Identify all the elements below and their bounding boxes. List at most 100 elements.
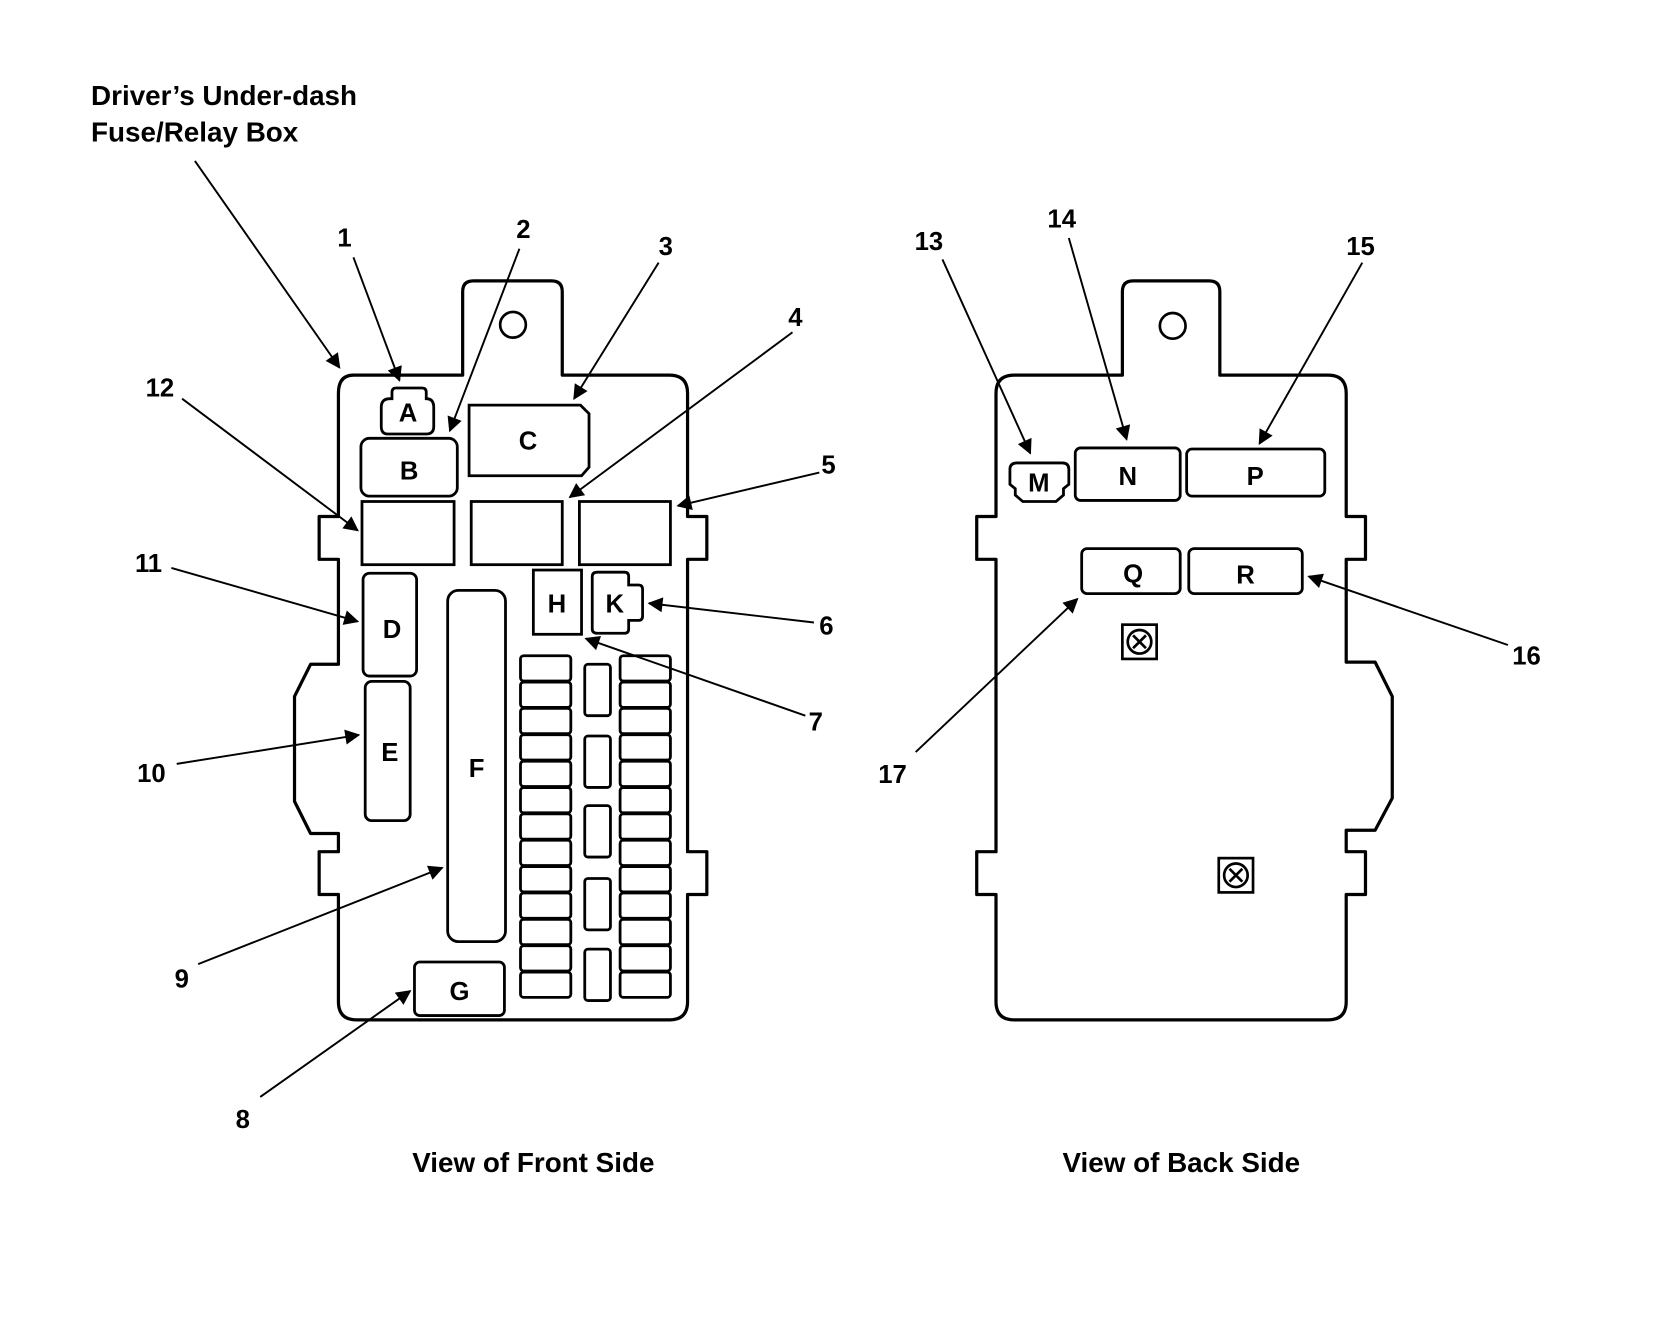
fuse-right-6[interactable] [618, 786, 672, 815]
caption-front-view: View of Front Side [412, 1147, 654, 1178]
component-q-label: Q [1123, 560, 1143, 588]
pointer-11 [171, 566, 360, 625]
component-b[interactable] [359, 436, 459, 498]
fuse-middle-1[interactable] [583, 662, 612, 718]
fuse-left-7[interactable] [519, 812, 573, 841]
pointer-10 [176, 729, 361, 765]
pointer-14 [1067, 237, 1131, 441]
pointer-1 [352, 256, 402, 382]
component-g-label: G [449, 978, 469, 1006]
callout-17: 17 [878, 761, 907, 789]
component-q[interactable] [1080, 547, 1182, 595]
relay-slot-12[interactable] [360, 500, 456, 567]
back-view: M N P Q R [975, 279, 1394, 1022]
callout-11: 11 [135, 550, 162, 578]
callout-16: 16 [1512, 642, 1541, 670]
screw-terminal-icon [1217, 856, 1255, 894]
fuse-left-9[interactable] [519, 865, 573, 894]
callout-9: 9 [175, 966, 189, 994]
callout-15: 15 [1346, 233, 1375, 261]
component-a-label: A [399, 400, 418, 428]
fuse-middle-5[interactable] [583, 947, 612, 1002]
component-r[interactable] [1187, 547, 1304, 595]
back-box-outline [975, 279, 1394, 1022]
component-p[interactable] [1185, 447, 1327, 498]
component-d[interactable] [361, 571, 418, 678]
fuse-right-5[interactable] [618, 759, 672, 788]
fuse-grid [519, 654, 672, 1002]
pointer-17 [915, 597, 1079, 753]
callout-4: 4 [788, 304, 803, 332]
fuse-left-10[interactable] [519, 891, 573, 920]
component-n[interactable] [1073, 446, 1182, 502]
pointer-2 [447, 248, 521, 433]
relay-slot-5[interactable] [578, 500, 672, 567]
pointer-title [194, 160, 341, 369]
fuse-middle-2[interactable] [583, 734, 612, 789]
fuse-right-3[interactable] [618, 707, 672, 736]
callout-5: 5 [821, 452, 835, 480]
fuse-left-1[interactable] [519, 654, 573, 683]
component-c[interactable] [467, 403, 591, 478]
callout-12: 12 [146, 375, 175, 403]
mounting-hole-icon [1158, 311, 1187, 341]
component-k-label: K [605, 590, 624, 618]
diagram-title-line1: Driver’s Under-dash [91, 80, 357, 111]
component-b-label: B [400, 458, 419, 486]
fuse-right-11[interactable] [618, 917, 672, 947]
fuse-right-10[interactable] [618, 891, 672, 920]
callout-2: 2 [516, 216, 530, 244]
component-n-label: N [1118, 463, 1137, 491]
pointer-13 [941, 259, 1032, 455]
pointer-16 [1307, 573, 1509, 646]
fuse-left-11[interactable] [519, 917, 573, 947]
fuse-left-4[interactable] [519, 733, 573, 762]
component-f-label: F [469, 755, 485, 783]
fuse-right-9[interactable] [618, 865, 672, 894]
fuse-right-13[interactable] [618, 970, 672, 999]
component-e[interactable] [363, 680, 412, 823]
fuse-left-12[interactable] [519, 944, 573, 973]
pointer-6 [647, 597, 815, 624]
fuse-left-5[interactable] [519, 759, 573, 788]
component-h-label: H [548, 590, 567, 618]
fuse-right-2[interactable] [618, 680, 672, 709]
fuse-right-8[interactable] [618, 838, 672, 867]
fuse-left-8[interactable] [519, 838, 573, 867]
fuse-middle-3[interactable] [583, 804, 612, 859]
callout-10: 10 [137, 760, 166, 788]
fuse-right-4[interactable] [618, 733, 672, 762]
component-c-label: C [519, 428, 538, 456]
component-g[interactable] [413, 960, 506, 1017]
fuse-left-13[interactable] [519, 970, 573, 999]
callout-6: 6 [819, 612, 833, 640]
pointer-4 [568, 331, 794, 499]
component-m[interactable] [1008, 461, 1071, 503]
pointer-12 [181, 397, 359, 532]
component-r-label: R [1236, 561, 1255, 589]
callout-3: 3 [659, 233, 673, 261]
screw-terminal-icon [1121, 623, 1158, 661]
component-e-label: E [381, 739, 398, 767]
component-f[interactable] [446, 588, 507, 944]
component-a[interactable] [379, 386, 436, 436]
fuse-left-2[interactable] [519, 680, 573, 709]
callout-1: 1 [337, 225, 351, 253]
callout-7: 7 [809, 709, 823, 737]
diagram-title-line2: Fuse/Relay Box [91, 117, 299, 148]
fuse-left-3[interactable] [519, 707, 573, 736]
fuse-right-12[interactable] [618, 944, 672, 973]
caption-back-view: View of Back Side [1062, 1147, 1300, 1178]
component-m-label: M [1028, 469, 1049, 497]
component-p-label: P [1247, 463, 1264, 491]
pointer-8 [259, 990, 412, 1098]
fuse-left-6[interactable] [519, 786, 573, 815]
relay-slot-4[interactable] [469, 500, 564, 567]
component-h[interactable] [531, 568, 583, 636]
component-k[interactable] [590, 570, 644, 635]
fuse-right-7[interactable] [618, 812, 672, 841]
pointer-5 [676, 471, 820, 510]
pointer-3 [573, 262, 660, 400]
fuse-middle-4[interactable] [583, 877, 612, 932]
